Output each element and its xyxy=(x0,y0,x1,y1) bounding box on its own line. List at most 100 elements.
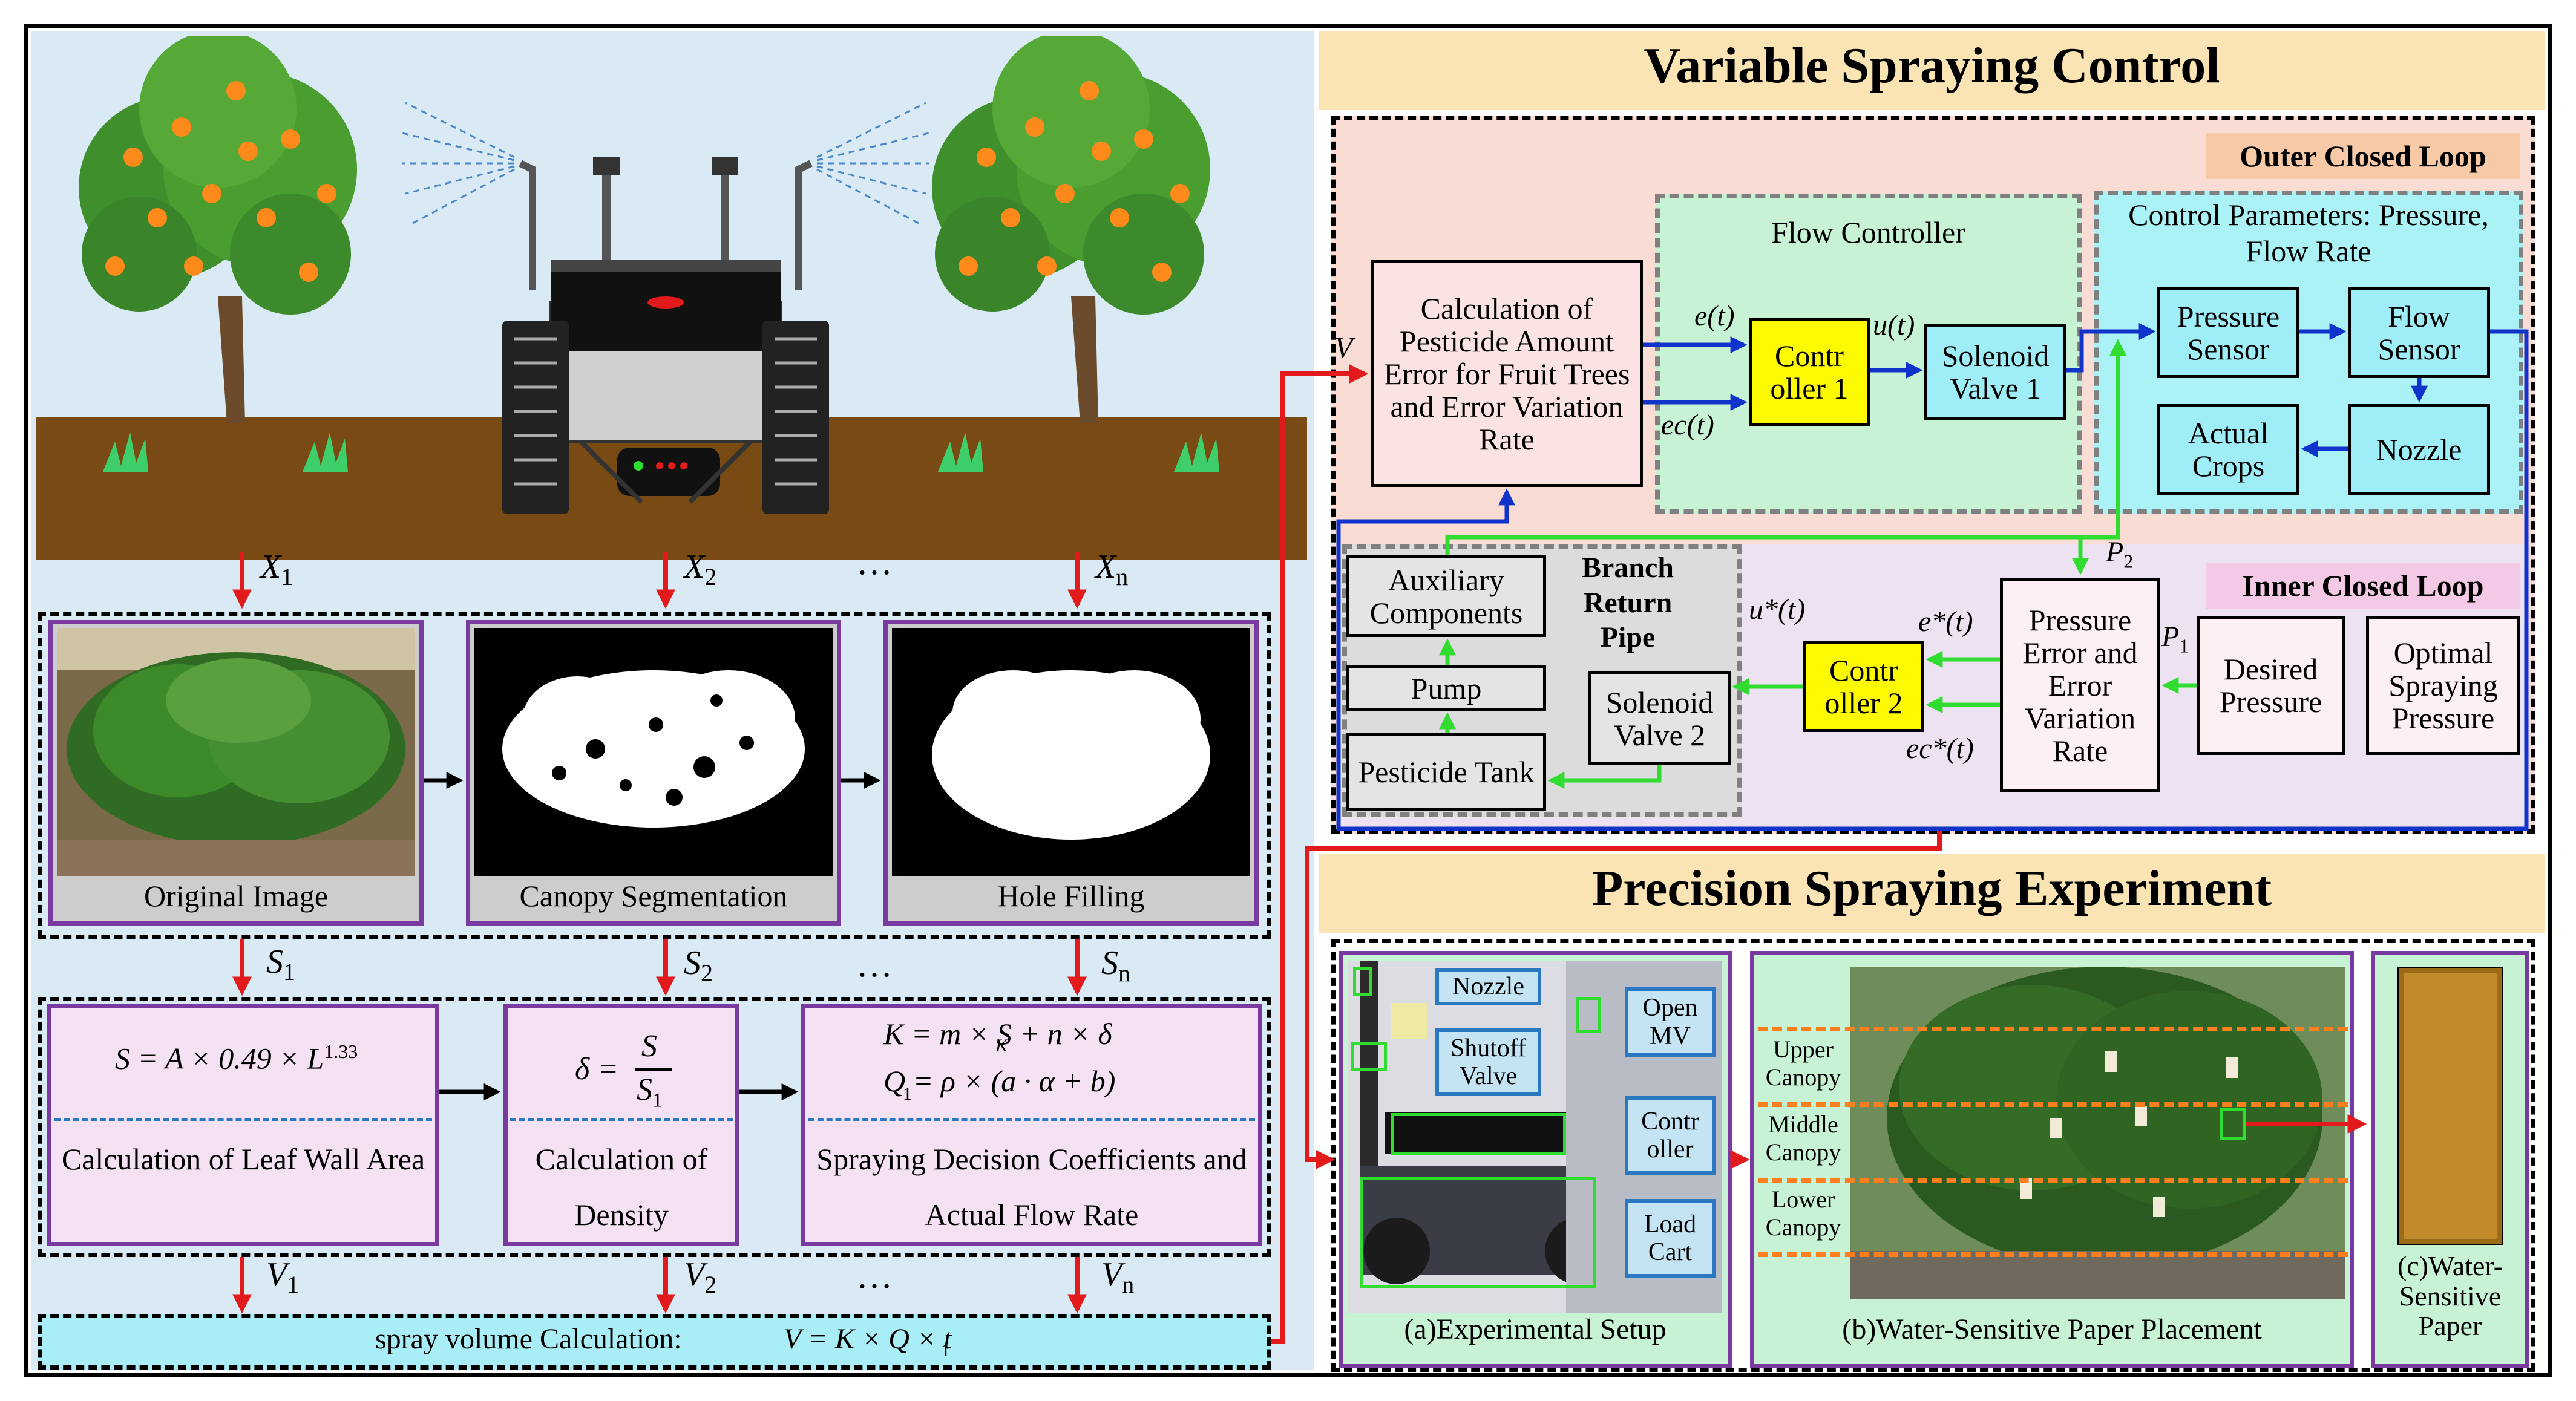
formula-divider xyxy=(54,1118,432,1121)
lower-canopy-label: Lower Canopy xyxy=(1758,1186,1849,1241)
spray-volume-formula: V = K × Q × t xyxy=(784,1323,952,1355)
orange-tree-icon xyxy=(79,36,357,423)
pressure-sensor-box: Pressure Sensor xyxy=(2157,287,2299,378)
x2-label: X2 xyxy=(684,548,717,591)
density-title: Calculation of Density xyxy=(535,1142,708,1232)
calc-error-box: Calculation of Pesticide Amount Error fo… xyxy=(1371,260,1643,487)
image-row-frame xyxy=(38,612,1271,939)
formula-leaf-wall: S = A × 0.49 × L1.33 xyxy=(115,1040,358,1076)
segmentation-mask-icon xyxy=(474,628,833,876)
ellipsis: … xyxy=(856,944,893,984)
ellipsis: … xyxy=(856,542,893,582)
load-cart-label: Load Cart xyxy=(1625,1199,1716,1278)
vsc-title: Variable Spraying Control xyxy=(1644,38,2220,94)
inner-loop-tag: Inner Closed Loop xyxy=(2206,563,2520,609)
v1-label: V1 xyxy=(266,1256,300,1299)
arrow-sv2-to-tank xyxy=(1547,765,1662,789)
formula-divider xyxy=(808,1118,1255,1121)
arrow-to-pressure-sensor xyxy=(1445,339,2126,555)
open-mv-label: Open MV xyxy=(1625,987,1716,1057)
canopy-photo-icon xyxy=(57,628,415,876)
v-input-label: V xyxy=(1334,330,1353,364)
formula-divider xyxy=(510,1118,733,1121)
arrow-sv1-to-ps xyxy=(2066,323,2156,373)
solenoid1-box: Solenoid Valve 1 xyxy=(1924,324,2066,420)
aux-components-box: Auxiliary Components xyxy=(1346,555,1546,637)
caption-a: (a)Experimental Setup xyxy=(1404,1313,1667,1345)
paper-highlight xyxy=(2220,1108,2246,1140)
controller-label: Contr oller xyxy=(1625,1096,1716,1175)
spray-volume-label: spray volume Calculation: xyxy=(375,1323,682,1355)
spray-volume-bar xyxy=(38,1314,1271,1370)
middle-canopy-label: Middle Canopy xyxy=(1758,1111,1849,1166)
spraying-robot-icon xyxy=(402,102,929,514)
shutoff-valve-label: Shutoff Valve xyxy=(1435,1028,1541,1096)
s2-label: S2 xyxy=(684,944,713,987)
paper-sample-icon xyxy=(2397,967,2503,1245)
caption-c: (c)Water-Sensitive Paper xyxy=(2397,1250,2503,1342)
arrow-to-experiment xyxy=(1305,831,1942,1169)
nozzle-box: Nozzle xyxy=(2348,404,2490,495)
pressure-error-box: Pressure Error and Error Variation Rate xyxy=(2000,578,2160,792)
hole-filling-caption: Hole Filling xyxy=(997,879,1145,913)
leaf-wall-title: Calculation of Leaf Wall Area xyxy=(61,1142,425,1176)
base-canopy-line xyxy=(1758,1252,2348,1257)
controller2-box: Contr oller 2 xyxy=(1803,641,1924,732)
vsc-header xyxy=(1319,31,2545,110)
lower-canopy-line xyxy=(1758,1178,2348,1183)
nozzle-highlight xyxy=(1353,967,1372,996)
p2-label: P2 xyxy=(2106,536,2134,572)
upper-canopy-label: Upper Canopy xyxy=(1758,1036,1849,1091)
xn-label: Xn xyxy=(1095,548,1129,591)
flow-sensor-box: Flow Sensor xyxy=(2348,287,2490,378)
branch-return-title: Branch Return Pipe xyxy=(1581,552,1674,654)
ec-star-label: ec*(t) xyxy=(1906,733,1974,765)
orchard-scene xyxy=(36,36,1307,560)
vn-label: Vn xyxy=(1101,1256,1135,1299)
segmentation-caption: Canopy Segmentation xyxy=(519,879,788,913)
desired-pressure-box: Desired Pressure xyxy=(2197,616,2345,755)
formula-q: Q = ρ × (a · α + b) xyxy=(883,1064,1116,1098)
pump-box: Pump xyxy=(1346,665,1546,711)
optimal-pressure-box: Optimal Spraying Pressure xyxy=(2366,616,2520,755)
s1-label: S1 xyxy=(266,943,295,986)
pse-title: Precision Spraying Experiment xyxy=(1591,860,2272,916)
formula-q-sub: 1 xyxy=(903,1084,912,1104)
sn-label: Sn xyxy=(1101,944,1130,987)
u-t-label: u(t) xyxy=(1873,309,1915,341)
filled-mask-icon xyxy=(892,628,1250,876)
formula-row-frame xyxy=(38,997,1271,1257)
caption-b: (b)Water-Sensitive Paper Placement xyxy=(1842,1313,2262,1345)
pse-header xyxy=(1319,854,2545,933)
arrow-v-to-calc xyxy=(1271,364,1369,1344)
u-star-label: u*(t) xyxy=(1749,593,1806,625)
arrow-feedback-to-calc xyxy=(1336,329,2529,831)
p1-label: P1 xyxy=(2161,621,2189,657)
outer-loop-tag: Outer Closed Loop xyxy=(2206,133,2520,179)
formula-k-sub: K xyxy=(995,1036,1008,1056)
solenoid2-box: Solenoid Valve 2 xyxy=(1588,671,1731,765)
valve-highlight xyxy=(1351,1042,1387,1071)
figure-frame xyxy=(24,24,2552,1377)
orchard-photo-icon xyxy=(1850,967,2345,1299)
x1-label: X1 xyxy=(260,548,293,591)
upper-canopy-line xyxy=(1758,1027,2348,1031)
middle-canopy-line xyxy=(1758,1102,2348,1107)
decision-box xyxy=(801,1004,1262,1246)
controller-highlight xyxy=(1391,1113,1566,1155)
mv-highlight xyxy=(1576,997,1601,1033)
flow-controller-title: Flow Controller xyxy=(1771,215,1965,249)
original-image-caption: Original Image xyxy=(143,879,329,913)
v2-label: V2 xyxy=(684,1256,717,1299)
e-t-label: e(t) xyxy=(1694,300,1735,332)
e-star-label: e*(t) xyxy=(1918,606,1973,638)
control-params-title: Control Parameters: Pressure, Flow Rate xyxy=(2128,198,2489,268)
ellipsis: … xyxy=(856,1256,893,1296)
formula-k: K = m × S + n × δ xyxy=(883,1017,1112,1051)
actual-crops-box: Actual Crops xyxy=(2157,404,2299,495)
ec-t-label: ec(t) xyxy=(1661,409,1714,441)
leaf-wall-area-box xyxy=(47,1004,439,1246)
grass-icon xyxy=(103,433,1219,472)
density-box xyxy=(503,1004,739,1246)
